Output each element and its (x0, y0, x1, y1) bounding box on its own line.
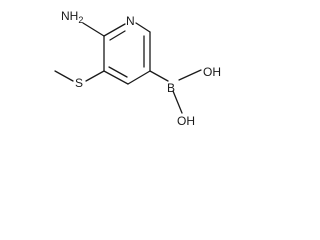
hydroxyl-top-label: OH (203, 65, 221, 79)
bond-c3-b (149, 70, 169, 82)
amino-label-main: NH (61, 9, 78, 23)
hydroxyl-bottom-label: OH (177, 114, 195, 128)
ring-nitrogen-label: N (126, 14, 135, 28)
bond-s-methyl (54, 70, 74, 82)
bond-b-oh-top (178, 69, 202, 81)
bond-c3-c4 (127, 70, 151, 85)
bond-c6-nh2 (82, 22, 105, 37)
bond-c5-s (85, 70, 105, 82)
bond-c4-c5 (103, 70, 129, 85)
bond-n1-c2 (135, 22, 151, 33)
amino-label: NH2 (61, 9, 83, 25)
bond-c6-n1 (103, 23, 126, 37)
bond-n1-c6-inner (109, 30, 126, 41)
sulfur-label: S (75, 76, 83, 90)
structure-svg: NH2 N S B OH OH (54, 9, 221, 128)
bond-c4-c5-inner (108, 66, 128, 78)
pyridine-ring (103, 22, 151, 85)
bond-b-oh-bottom (172, 90, 183, 114)
boron-label: B (167, 81, 175, 95)
structure-drawing: NH2 N S B OH OH (0, 0, 230, 138)
amino-label-subscript: 2 (78, 15, 83, 25)
